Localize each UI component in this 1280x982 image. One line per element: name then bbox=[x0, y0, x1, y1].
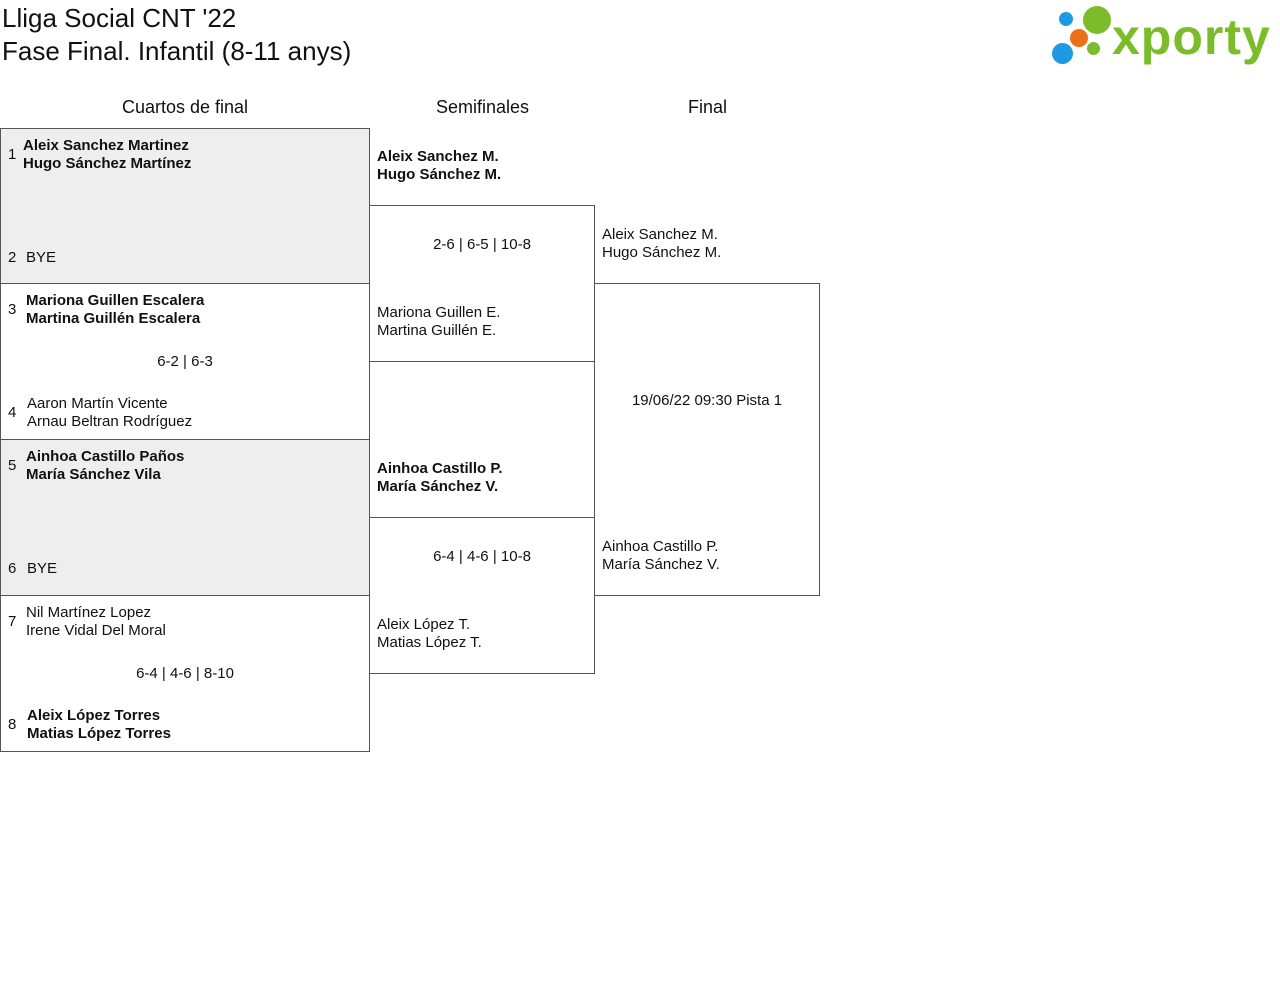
quarterfinal-match-1: 1 Aleix Sanchez Martinez Hugo Sánchez Ma… bbox=[0, 128, 370, 284]
team-names: Aaron Martín Vicente Arnau Beltran Rodrí… bbox=[27, 395, 192, 431]
player-name: Aleix López Torres bbox=[27, 707, 161, 724]
seed-number: 7 bbox=[8, 613, 17, 630]
team-names: Mariona Guillen Escalera Martina Guillén… bbox=[26, 292, 204, 328]
final-match: 19/06/22 09:30 Pista 1 Ainhoa Castillo P… bbox=[594, 283, 820, 596]
player-name: BYE bbox=[26, 249, 57, 266]
player-name: Aleix López T. bbox=[377, 616, 471, 633]
player-name: Mariona Guillen E. bbox=[377, 304, 501, 321]
match-schedule: 19/06/22 09:30 Pista 1 bbox=[631, 392, 783, 409]
player-name: Hugo Sánchez M. bbox=[377, 166, 502, 183]
semifinal-match-2: 6-4 | 4-6 | 10-8 Aleix López T. Matias L… bbox=[369, 517, 595, 674]
logo-dot-icon bbox=[1059, 12, 1073, 26]
player-name: Ainhoa Castillo Paños bbox=[26, 448, 185, 465]
quarterfinal-match-4: 7 Nil Martínez Lopez Irene Vidal Del Mor… bbox=[0, 595, 370, 752]
seed-number: 4 bbox=[8, 404, 17, 421]
logo-dot-icon bbox=[1052, 43, 1073, 64]
round-label-quarterfinals: Cuartos de final bbox=[121, 97, 249, 117]
team-names: BYE bbox=[26, 249, 56, 267]
player-name: Ainhoa Castillo P. bbox=[377, 460, 503, 477]
team-names: Mariona Guillen E. Martina Guillén E. bbox=[377, 304, 500, 340]
logo-dot-icon bbox=[1087, 42, 1100, 55]
player-name: Mariona Guillen Escalera bbox=[26, 292, 205, 309]
team-names: Aleix Sanchez M. Hugo Sánchez M. bbox=[377, 148, 501, 184]
player-name: María Sánchez V. bbox=[602, 556, 720, 573]
team-names: Aleix Sanchez Martinez Hugo Sánchez Mart… bbox=[23, 137, 191, 173]
player-name: Aaron Martín Vicente bbox=[27, 395, 168, 412]
team-names: Ainhoa Castillo P. María Sánchez V. bbox=[377, 460, 503, 496]
team-names: Aleix López T. Matias López T. bbox=[377, 616, 482, 652]
seed-number: 2 bbox=[8, 249, 17, 266]
seed-number: 5 bbox=[8, 457, 17, 474]
player-name: María Sánchez V. bbox=[377, 478, 499, 495]
match-score: 2-6 | 6-5 | 10-8 bbox=[433, 236, 531, 253]
quarterfinal-match-3: 5 Ainhoa Castillo Paños María Sánchez Vi… bbox=[0, 439, 370, 596]
team-names: Nil Martínez Lopez Irene Vidal Del Moral bbox=[26, 604, 166, 640]
player-name: BYE bbox=[27, 560, 58, 577]
player-name: Ainhoa Castillo P. bbox=[602, 538, 719, 555]
match-score: 6-4 | 4-6 | 10-8 bbox=[433, 548, 531, 565]
seed-number: 3 bbox=[8, 301, 17, 318]
logo-text: xporty bbox=[1112, 9, 1271, 65]
page-subtitle: Fase Final. Infantil (8-11 anys) bbox=[2, 36, 352, 66]
player-name: Martina Guillén E. bbox=[377, 322, 497, 339]
match-score: 6-2 | 6-3 bbox=[157, 353, 213, 370]
player-name: Aleix Sanchez M. bbox=[602, 226, 718, 243]
team-names: BYE bbox=[27, 560, 57, 578]
player-name: María Sánchez Vila bbox=[26, 466, 161, 483]
round-label-final: Final bbox=[687, 97, 727, 117]
logo-dot-icon bbox=[1070, 29, 1088, 47]
seed-number: 8 bbox=[8, 716, 17, 733]
player-name: Nil Martínez Lopez bbox=[26, 604, 152, 621]
team-names: Aleix López Torres Matias López Torres bbox=[27, 707, 171, 743]
player-name: Aleix Sanchez M. bbox=[377, 148, 499, 165]
team-names: Ainhoa Castillo P. María Sánchez V. bbox=[602, 538, 720, 574]
player-name: Martina Guillén Escalera bbox=[26, 310, 201, 327]
player-name: Aleix Sanchez Martinez bbox=[23, 137, 189, 154]
page-title: Lliga Social CNT '22 bbox=[2, 3, 237, 33]
round-label-semifinals: Semifinales bbox=[435, 97, 530, 117]
seed-number: 6 bbox=[8, 560, 17, 577]
player-name: Hugo Sánchez Martínez bbox=[23, 155, 192, 172]
semifinal-match-1: 2-6 | 6-5 | 10-8 Mariona Guillen E. Mart… bbox=[369, 205, 595, 362]
player-name: Arnau Beltran Rodríguez bbox=[27, 413, 193, 430]
xporty-logo: xporty bbox=[1050, 4, 1276, 68]
player-name: Matias López T. bbox=[377, 634, 482, 651]
team-names: Ainhoa Castillo Paños María Sánchez Vila bbox=[26, 448, 184, 484]
player-name: Irene Vidal Del Moral bbox=[26, 622, 166, 639]
quarterfinal-match-2: 3 Mariona Guillen Escalera Martina Guill… bbox=[0, 283, 370, 440]
seed-number: 1 bbox=[8, 146, 17, 163]
player-name: Matias López Torres bbox=[27, 725, 171, 742]
logo-dot-icon bbox=[1083, 6, 1111, 34]
team-names: Aleix Sanchez M. Hugo Sánchez M. bbox=[602, 226, 721, 262]
player-name: Hugo Sánchez M. bbox=[602, 244, 722, 261]
match-score: 6-4 | 4-6 | 8-10 bbox=[136, 665, 234, 682]
